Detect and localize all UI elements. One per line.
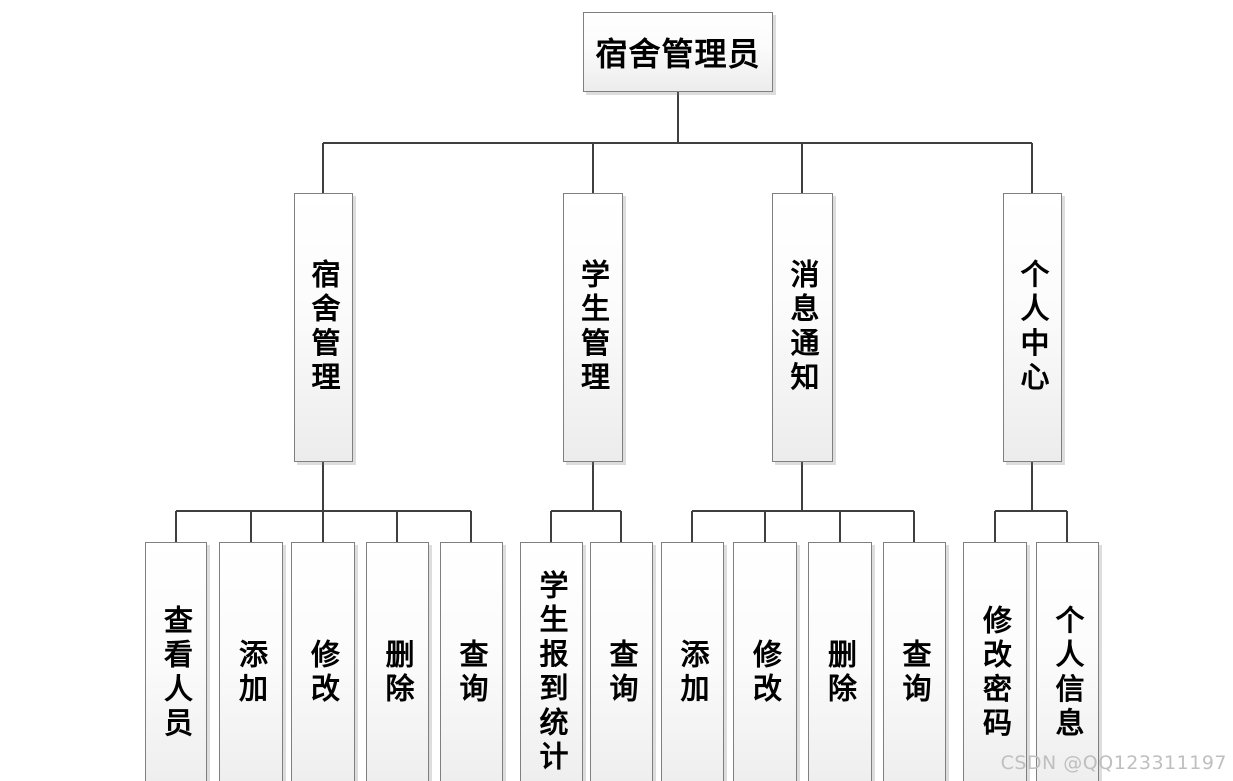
node-leaf-message-add-label: 添加 [676, 638, 710, 708]
node-leaf-message-delete-label: 删除 [823, 638, 858, 708]
csdn-watermark: CSDN @QQ123311197 [1000, 752, 1227, 774]
node-branch-message-notice: 消息通知 [772, 193, 833, 462]
node-leaf-view-personnel-label: 查看人员 [159, 604, 194, 742]
node-leaf-dorm-query-label: 查询 [455, 638, 489, 708]
node-branch-student-management: 学生管理 [563, 193, 623, 462]
node-leaf-student-query: 查询 [590, 542, 653, 781]
node-leaf-change-password-label: 修改密码 [978, 604, 1013, 742]
node-leaf-dorm-add: 添加 [219, 542, 283, 781]
node-leaf-change-password: 修改密码 [963, 542, 1027, 781]
node-leaf-student-report-stats: 学生报到统计 [520, 542, 583, 781]
node-leaf-message-add: 添加 [661, 542, 724, 781]
node-leaf-message-delete: 删除 [808, 542, 872, 781]
node-leaf-dorm-delete-label: 删除 [381, 638, 415, 708]
node-root-label: 宿舍管理员 [595, 35, 761, 73]
node-leaf-dorm-delete: 删除 [366, 542, 429, 781]
node-branch-student-management-label: 学生管理 [576, 259, 611, 396]
node-leaf-message-query: 查询 [883, 542, 946, 781]
node-leaf-message-query-label: 查询 [898, 638, 932, 708]
node-leaf-personal-info-label: 个人信息 [1051, 604, 1085, 742]
node-leaf-student-report-stats-label: 学生报到统计 [535, 570, 569, 776]
node-leaf-personal-info: 个人信息 [1036, 542, 1099, 781]
node-leaf-dorm-modify: 修改 [291, 542, 355, 781]
node-leaf-dorm-add-label: 添加 [234, 638, 269, 708]
node-branch-personal-center: 个人中心 [1003, 193, 1062, 462]
node-leaf-dorm-query: 查询 [440, 542, 503, 781]
node-leaf-view-personnel: 查看人员 [145, 542, 207, 781]
node-branch-dorm-management-label: 宿舍管理 [307, 259, 341, 396]
node-branch-personal-center-label: 个人中心 [1016, 259, 1050, 396]
node-leaf-dorm-modify-label: 修改 [306, 638, 341, 708]
node-branch-dorm-management: 宿舍管理 [294, 193, 353, 462]
node-root: 宿舍管理员 [583, 12, 773, 92]
node-branch-message-notice-label: 消息通知 [786, 259, 820, 396]
node-leaf-message-modify: 修改 [733, 542, 797, 781]
node-leaf-student-query-label: 查询 [605, 638, 639, 708]
node-leaf-message-modify-label: 修改 [748, 638, 783, 708]
